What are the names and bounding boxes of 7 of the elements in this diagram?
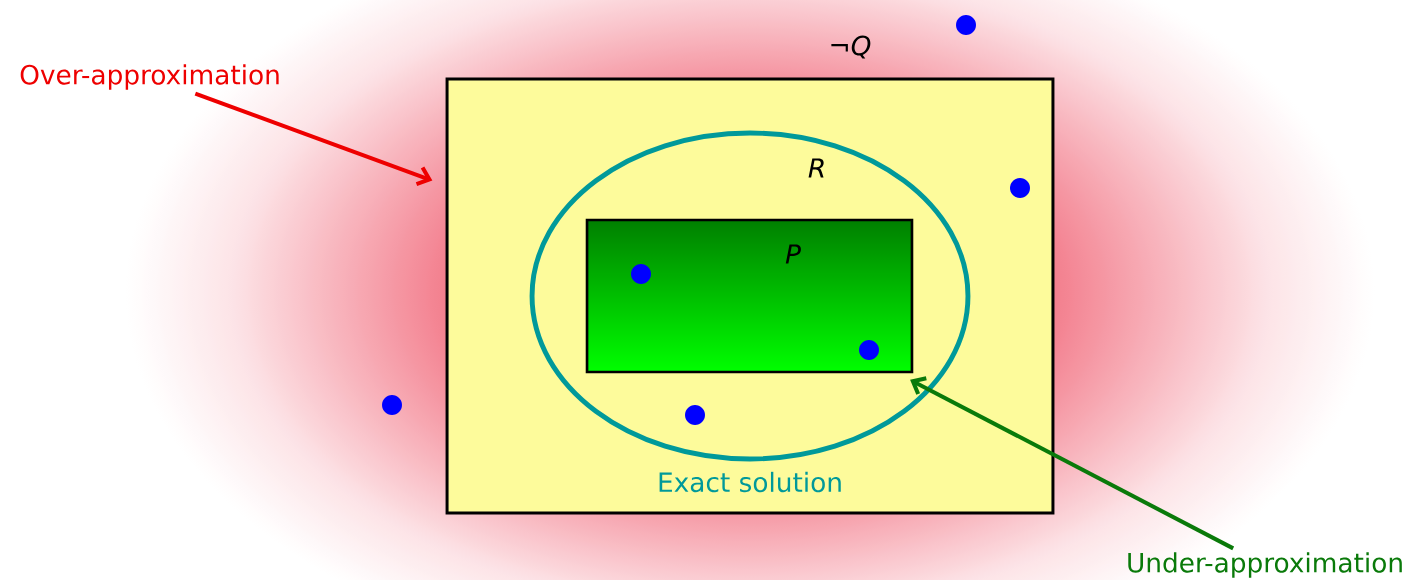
node-label: ¬Q <box>831 35 871 59</box>
node-label: Exact solution <box>659 471 841 493</box>
arrow <box>194 91 433 186</box>
annotation-text: Under-approximation <box>1128 552 1402 578</box>
region-box: P <box>585 218 914 374</box>
arrow <box>910 376 1235 551</box>
annotation-text: Over-approximation <box>20 64 279 90</box>
